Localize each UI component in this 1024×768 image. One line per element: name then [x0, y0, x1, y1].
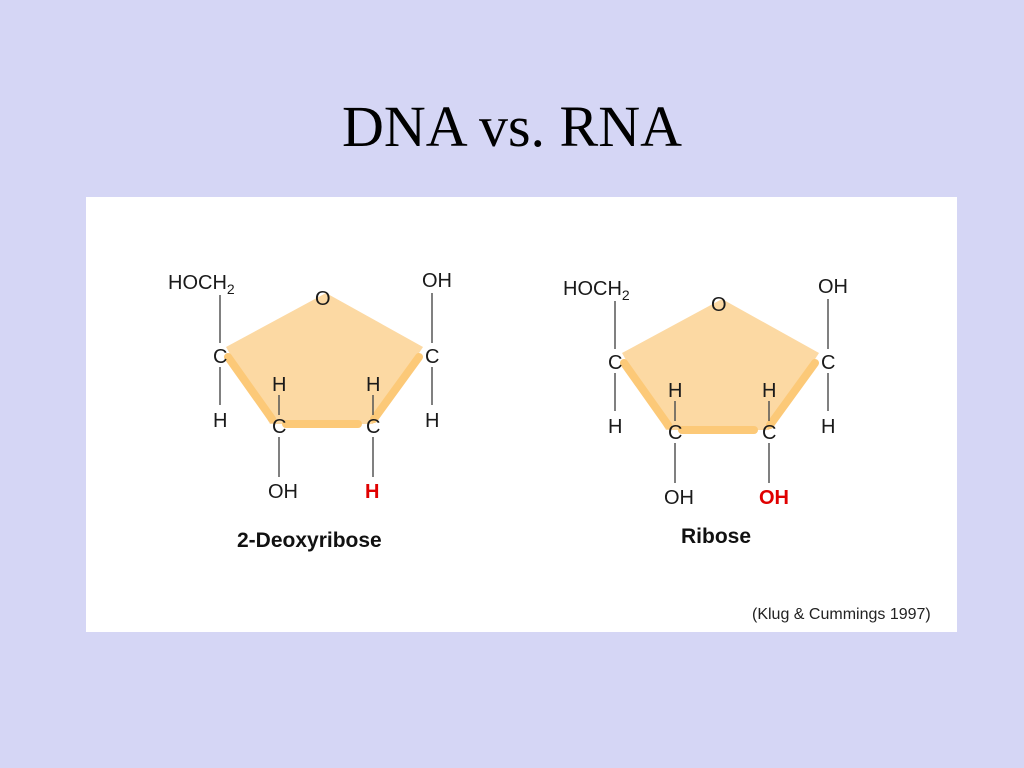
- ribose-ring-left-edge: [620, 359, 672, 429]
- ribose-caption: Ribose: [681, 525, 751, 548]
- deoxyribose-ring: [226, 293, 423, 424]
- deoxyribose-structure: HOCH2 O OH C H C H H C OH H C H 2-Deoxyr…: [168, 270, 452, 552]
- ribose-c2-oh-highlight: OH: [759, 487, 789, 509]
- ribose-c2-label: C: [762, 422, 776, 444]
- deoxyribose-ring-left-edge: [224, 353, 276, 423]
- deoxyribose-oh-top-right: OH: [422, 270, 452, 292]
- deoxyribose-c4-h: H: [213, 410, 227, 432]
- ribose-c1-h: H: [821, 416, 835, 438]
- deoxyribose-c4-label: C: [213, 346, 227, 368]
- deoxyribose-caption: 2-Deoxyribose: [237, 529, 382, 552]
- figure-panel: HOCH2 O OH C H C H H C OH H C H 2-Deoxyr…: [86, 197, 957, 632]
- sugar-structures-diagram: HOCH2 O OH C H C H H C OH H C H 2-Deoxyr…: [168, 270, 931, 623]
- deoxyribose-c2-h-highlight: H: [365, 481, 379, 503]
- deoxyribose-c1-h: H: [425, 410, 439, 432]
- ribose-c4-h: H: [608, 416, 622, 438]
- deoxyribose-hoch2-label: HOCH2: [168, 272, 235, 297]
- ribose-c4-label: C: [608, 352, 622, 374]
- ribose-oh-top-right: OH: [818, 276, 848, 298]
- ribose-c3-label: C: [668, 422, 682, 444]
- slide-title: DNA vs. RNA: [342, 94, 682, 159]
- deoxyribose-c2-h-top: H: [366, 374, 380, 396]
- ribose-ring-right-edge: [766, 359, 819, 429]
- ribose-c3-oh: OH: [664, 487, 694, 509]
- ribose-structure: HOCH2 O OH C H C H H C OH H C OH Ribose: [563, 276, 848, 548]
- deoxyribose-ring-oxygen: O: [315, 288, 331, 310]
- deoxyribose-c3-label: C: [272, 416, 286, 438]
- ribose-hoch2-label: HOCH2: [563, 278, 630, 303]
- deoxyribose-c1-label: C: [425, 346, 439, 368]
- ribose-ring-oxygen: O: [711, 294, 727, 316]
- deoxyribose-c2-label: C: [366, 416, 380, 438]
- ribose-c1-label: C: [821, 352, 835, 374]
- citation: (Klug & Cummings 1997): [752, 606, 931, 623]
- ribose-c2-h-top: H: [762, 380, 776, 402]
- deoxyribose-c3-oh: OH: [268, 481, 298, 503]
- deoxyribose-c3-h-top: H: [272, 374, 286, 396]
- deoxyribose-ring-right-edge: [370, 353, 423, 423]
- ribose-ring: [622, 299, 819, 430]
- ribose-c3-h-top: H: [668, 380, 682, 402]
